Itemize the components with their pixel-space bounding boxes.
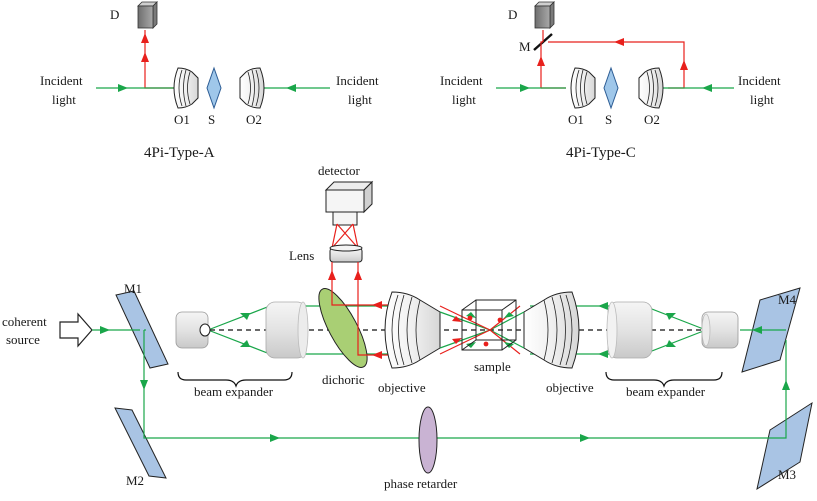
type-c-detector-icon <box>534 1 555 29</box>
type-a-objective-o2 <box>239 67 265 109</box>
emission-arrow <box>372 351 382 359</box>
type-c-panel: D M Incident light Incident <box>440 1 781 161</box>
mirror-m3-label: M3 <box>778 467 796 482</box>
type-c-emission-arrow <box>537 56 545 66</box>
source-label-line2: source <box>6 332 40 347</box>
type-a-emission-arrow <box>141 33 149 43</box>
type-c-incident-right-line2: light <box>750 92 774 107</box>
setup-detector-icon <box>324 180 374 226</box>
emission-left-lower <box>357 262 400 356</box>
objective-right <box>523 291 580 369</box>
type-c-incident-left-line1: Incident <box>440 73 483 88</box>
mirror-m2-label: M2 <box>126 473 144 488</box>
emission-focus <box>439 305 521 355</box>
setup-lens-cone <box>331 223 359 249</box>
type-a-incident-left-line2: light <box>52 92 76 107</box>
beam-arrow <box>598 350 608 358</box>
beam-expander-left-lens2 <box>265 301 309 359</box>
beam-arrow <box>240 340 250 347</box>
beam-expander-left-brace <box>177 371 293 388</box>
type-c-detector-label: D <box>508 7 517 22</box>
type-a-beam-arrow <box>286 84 296 92</box>
beam-arrow <box>666 313 676 320</box>
type-c-incident-left-line2: light <box>452 92 476 107</box>
type-c-beam-arrow <box>702 84 712 92</box>
beam-expander-right-brace <box>605 371 723 388</box>
type-c-emission-arrow <box>680 60 688 70</box>
mirror-m3 <box>756 401 813 491</box>
beam-arrow <box>100 326 110 334</box>
beam-arrow <box>466 342 476 348</box>
type-a-s-label: S <box>208 112 215 127</box>
beam-arrow <box>580 434 590 442</box>
type-c-incident-right-line1: Incident <box>738 73 781 88</box>
type-c-mirror-label: M <box>519 39 531 54</box>
type-a-objective-o1 <box>173 67 199 109</box>
type-c-emission-left <box>540 41 543 88</box>
beam-arrow <box>752 326 762 334</box>
type-c-objective-o2 <box>638 67 664 109</box>
setup-collection-lens <box>329 244 363 263</box>
mirror-m4-label: M4 <box>778 292 797 307</box>
type-c-emission-arrow <box>614 38 624 46</box>
type-a-o2-label: O2 <box>246 112 262 127</box>
beam-arrow <box>782 380 790 390</box>
objective-right-label: objective <box>546 380 594 395</box>
emission-arrow <box>328 270 336 280</box>
objective-left-label: objective <box>378 380 426 395</box>
type-c-beam-arrow <box>520 84 530 92</box>
mirror-m1-label: M1 <box>124 281 142 296</box>
emission-arrow <box>372 301 382 309</box>
type-a-incident-left-line1: Incident <box>40 73 83 88</box>
phase-retarder <box>418 406 438 474</box>
source-label-line1: coherent <box>2 314 47 329</box>
sample-label: sample <box>474 359 511 374</box>
phase-retarder-label: phase retarder <box>384 476 458 491</box>
beam-arrow <box>270 434 280 442</box>
type-a-panel: D Incident light Incident light O1 <box>40 1 379 161</box>
type-c-objective-o1 <box>570 67 596 109</box>
type-a-emission-path <box>144 30 178 89</box>
type-a-incident-right-line1: Incident <box>336 73 379 88</box>
setup-panel: detector Lens M1 M2 M3 M4 coherent sourc… <box>2 163 813 491</box>
setup-lens-label: Lens <box>289 248 314 263</box>
mirror-m2 <box>114 407 167 479</box>
objective-left <box>384 291 441 369</box>
type-a-o1-label: O1 <box>174 112 190 127</box>
sample-cube <box>461 299 517 351</box>
emission-arrow <box>452 316 462 322</box>
beam-expander-right-lens2 <box>606 301 653 359</box>
beam-expander-right-label: beam expander <box>626 384 706 399</box>
type-c-s-label: S <box>605 112 612 127</box>
type-a-beam-arrow <box>118 84 128 92</box>
type-a-detector-label: D <box>110 7 119 22</box>
setup-detector-label: detector <box>318 163 361 178</box>
beam-arrow <box>140 380 148 390</box>
beam-arrow <box>598 302 608 310</box>
dichroic-label: dichoric <box>322 372 365 387</box>
type-a-sample <box>206 66 222 110</box>
emission-arrow <box>354 270 362 280</box>
type-a-incident-right-line2: light <box>348 92 372 107</box>
mirror-m1 <box>115 290 169 369</box>
source-arrow-icon <box>59 312 93 348</box>
emission-arrow <box>452 338 462 344</box>
type-c-sample <box>603 66 619 110</box>
type-a-emission-arrow <box>141 52 149 62</box>
type-c-o1-label: O1 <box>568 112 584 127</box>
beam-arrow <box>666 340 676 347</box>
type-a-detector-icon <box>137 1 158 29</box>
type-c-title: 4Pi-Type-C <box>566 145 636 161</box>
type-a-title: 4Pi-Type-A <box>144 145 215 161</box>
dichroic-mirror <box>318 288 368 368</box>
beam-expander-left-lens1 <box>175 311 211 349</box>
beam-arrow <box>504 312 514 318</box>
beam-expander-right-lens1 <box>701 311 739 349</box>
beam-arrow <box>240 313 250 320</box>
type-c-o2-label: O2 <box>644 112 660 127</box>
beam-expander-left-label: beam expander <box>194 384 274 399</box>
